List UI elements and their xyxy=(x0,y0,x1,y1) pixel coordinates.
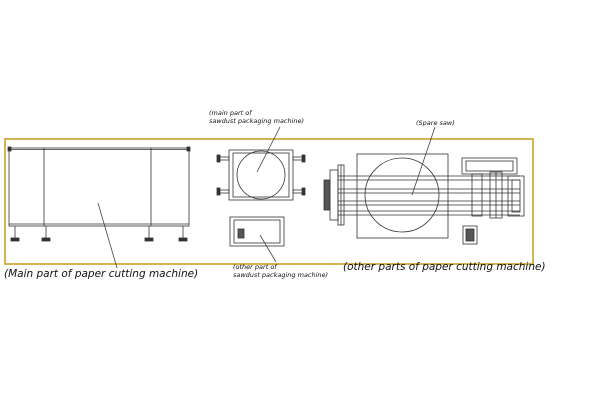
leader-line-sawdust-main xyxy=(256,126,281,173)
label-other-sawdust-line1: (other part of xyxy=(233,263,277,271)
sawdust-main-drawing xyxy=(216,149,306,201)
leader-line-spare-saw xyxy=(411,126,436,196)
leader-line-paper-main xyxy=(97,202,118,269)
label-main-sawdust-line2: sawdust packaging machine) xyxy=(209,117,305,125)
paper-cutter-main-drawing xyxy=(7,146,191,242)
label-other-sawdust-line2: sawdust packaging machine) xyxy=(233,271,329,279)
paper-cutter-other-drawing xyxy=(323,153,525,245)
label-other-paper-cutting: (other parts of paper cutting machine) xyxy=(343,261,546,273)
container-outline xyxy=(4,138,534,265)
sawdust-other-drawing xyxy=(229,216,285,247)
label-spare-saw: (Spare saw) xyxy=(416,119,455,127)
label-main-paper-cutting: (Main part of paper cutting machine) xyxy=(4,268,199,280)
label-main-sawdust-line1: (main part of xyxy=(209,109,252,117)
leader-line-sawdust-other xyxy=(259,234,277,263)
